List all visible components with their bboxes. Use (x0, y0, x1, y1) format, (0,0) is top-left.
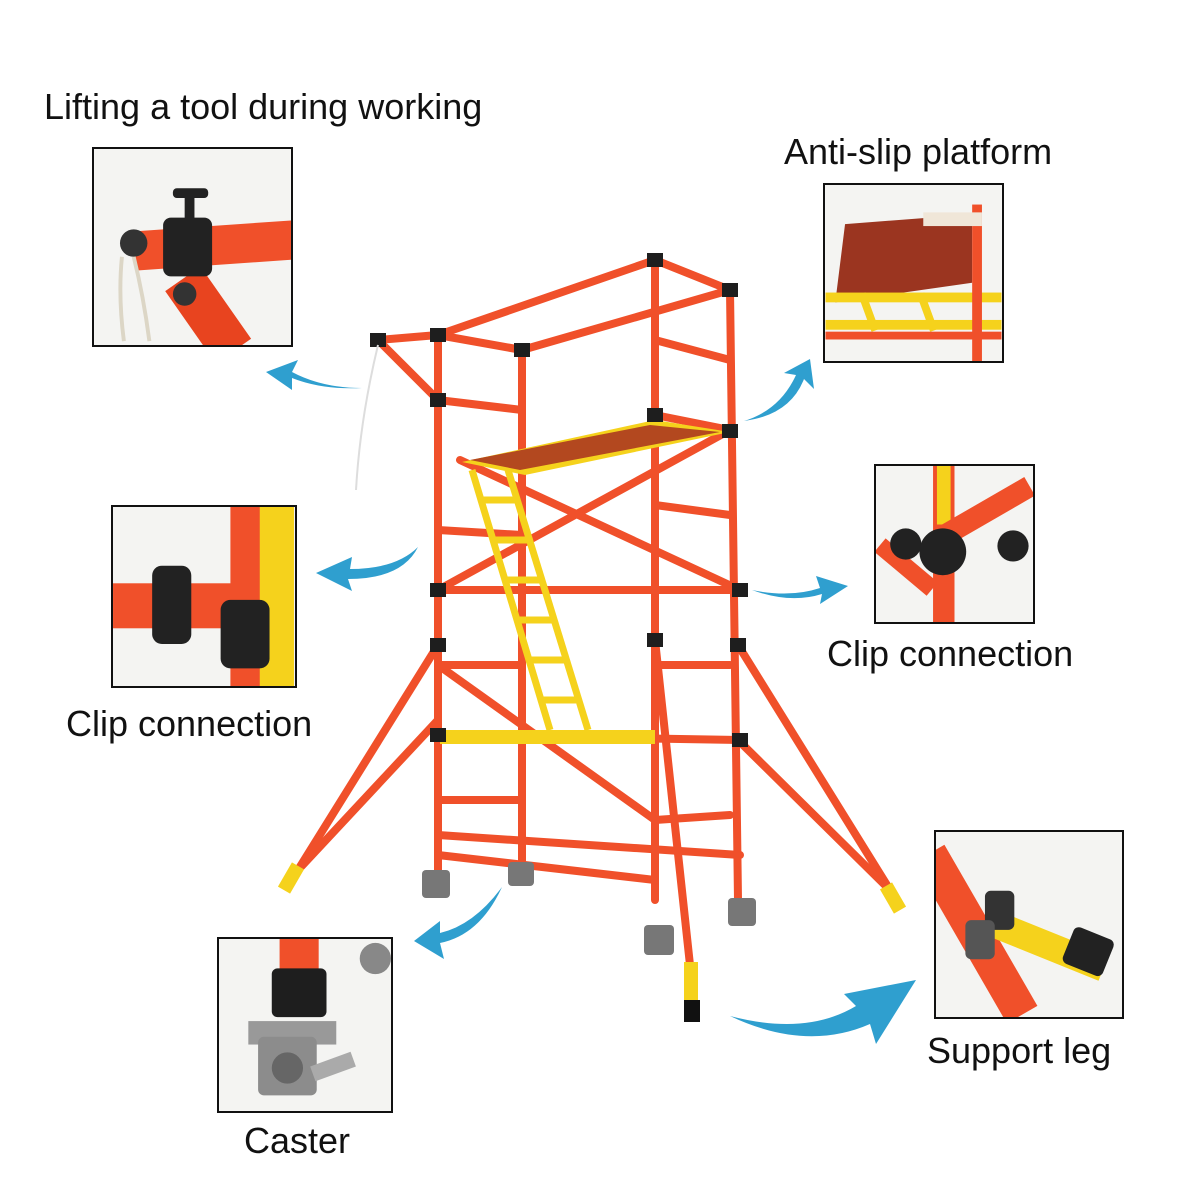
label-clip-left: Clip connection (66, 703, 313, 744)
label-clip-right: Clip connection (827, 633, 1074, 674)
label-antislip: Anti-slip platform (784, 131, 1053, 172)
antislip-platform-photo (825, 185, 1002, 361)
leg-feet (277, 862, 907, 1000)
clips (370, 253, 748, 747)
arrow-caster (414, 887, 502, 959)
arrow-antislip (744, 359, 814, 421)
casters (422, 862, 756, 955)
label-support-leg: Support leg (927, 1030, 1112, 1071)
leg-caps (684, 1000, 700, 1022)
arrow-lifting (266, 360, 362, 390)
caster-photo (219, 939, 391, 1111)
inset-clip-right (874, 464, 1035, 624)
inset-clip-left (111, 505, 297, 688)
inset-caster (217, 937, 393, 1113)
label-lifting: Lifting a tool during working (44, 86, 483, 127)
arrow-clip-left (316, 547, 418, 591)
arrow-clip-right (752, 576, 848, 604)
lifting-tool-photo (94, 149, 291, 345)
inset-support-leg (934, 830, 1124, 1019)
clip-right-photo (876, 466, 1033, 622)
upper-platform-deck (470, 425, 720, 470)
inset-lifting-tool (92, 147, 293, 347)
arrow-support-leg (730, 980, 916, 1044)
ladder (468, 468, 592, 732)
lower-platform (440, 730, 655, 744)
rope (355, 344, 379, 491)
clip-left-photo (113, 507, 295, 686)
support-leg-photo (936, 832, 1122, 1017)
inset-antislip-platform (823, 183, 1004, 363)
label-caster: Caster (244, 1120, 351, 1161)
